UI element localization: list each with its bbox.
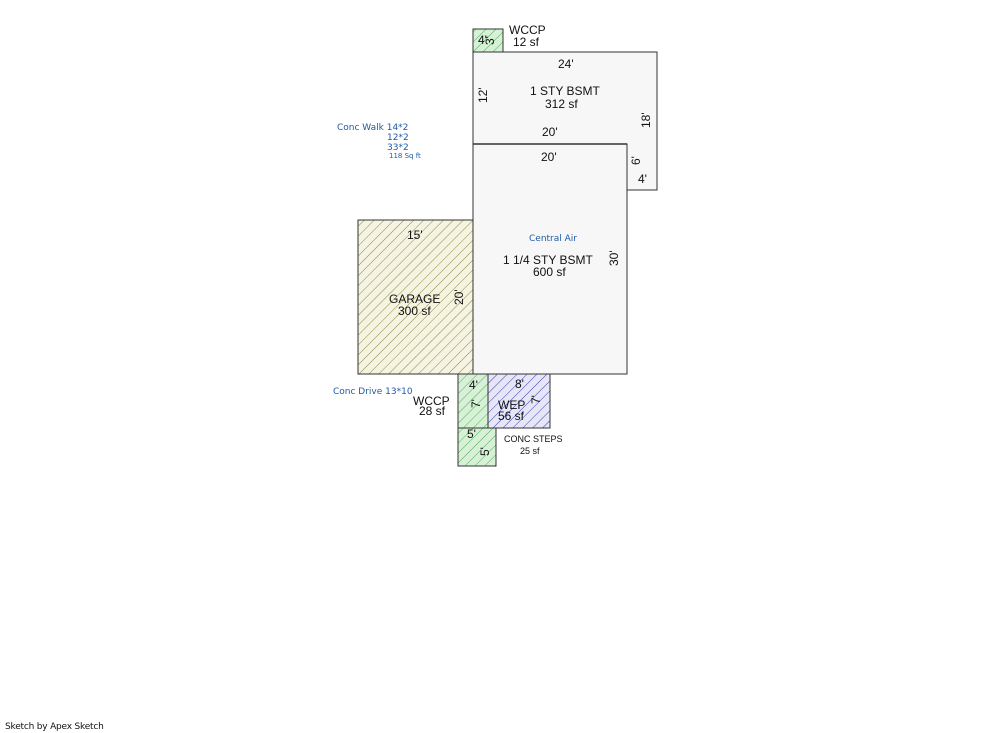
- wep-area: [487, 373, 551, 429]
- walk-note-1: Conc Walk 14*2: [337, 123, 408, 133]
- sty1-dim-left: 12': [476, 87, 490, 103]
- main-name: 1 1/4 STY BSMT: [503, 253, 593, 267]
- steps-dim-w: 5': [467, 427, 476, 441]
- wccp-top-area: [472, 28, 504, 53]
- main-dim-right: 30': [607, 250, 621, 266]
- garage-name: GARAGE: [389, 292, 440, 306]
- wccp-top-dim-w: 4': [478, 33, 487, 47]
- drive-note: Conc Drive 13*10: [333, 387, 413, 397]
- wep-name: WEP: [498, 398, 525, 412]
- wccp-top-dim-h: 3': [483, 36, 497, 45]
- main-dim-top: 20': [541, 150, 557, 164]
- wep-dim-h: 7': [529, 395, 543, 404]
- main-step-w: 4': [638, 172, 647, 186]
- walk-note-3: 33*2: [387, 143, 409, 153]
- walk-note-4: 118 Sq ft: [389, 152, 421, 160]
- sty1-dim-bottom: 20': [542, 125, 558, 139]
- wccp-bottom-area-sf: 28 sf: [419, 404, 446, 418]
- garage-area-sf: 300 sf: [398, 304, 431, 318]
- main-step-h: 6': [629, 156, 643, 165]
- wccp-bottom-dim-w: 4': [469, 378, 478, 392]
- steps-dim-h: 5': [478, 447, 492, 456]
- wccp-bottom-dim-h: 7': [469, 399, 483, 408]
- steps-area: [457, 427, 497, 467]
- wep-dim-w: 8': [515, 377, 524, 391]
- garage-dim-top: 15': [407, 228, 423, 242]
- wccp-bottom-name: WCCP: [413, 394, 450, 408]
- sty1-dim-right: 18': [639, 112, 653, 128]
- footer-credit: Sketch by Apex Sketch: [5, 722, 104, 732]
- wccp-top-name: WCCP: [509, 23, 546, 37]
- steps-area-sf: 25 sf: [520, 446, 540, 456]
- garage-dim-right: 20': [452, 289, 466, 305]
- wep-area-sf: 56 sf: [498, 409, 525, 423]
- walk-note-2: 12*2: [387, 133, 409, 143]
- main-note: Central Air: [529, 234, 577, 244]
- sty1-dim-top: 24': [558, 57, 574, 71]
- main-area-sf: 600 sf: [533, 265, 566, 279]
- steps-name: CONC STEPS: [504, 434, 563, 444]
- sty1-area-sf: 312 sf: [545, 97, 578, 111]
- garage-area: [357, 219, 474, 375]
- sty1-name: 1 STY BSMT: [530, 84, 600, 98]
- wccp-top-area-sf: 12 sf: [513, 35, 540, 49]
